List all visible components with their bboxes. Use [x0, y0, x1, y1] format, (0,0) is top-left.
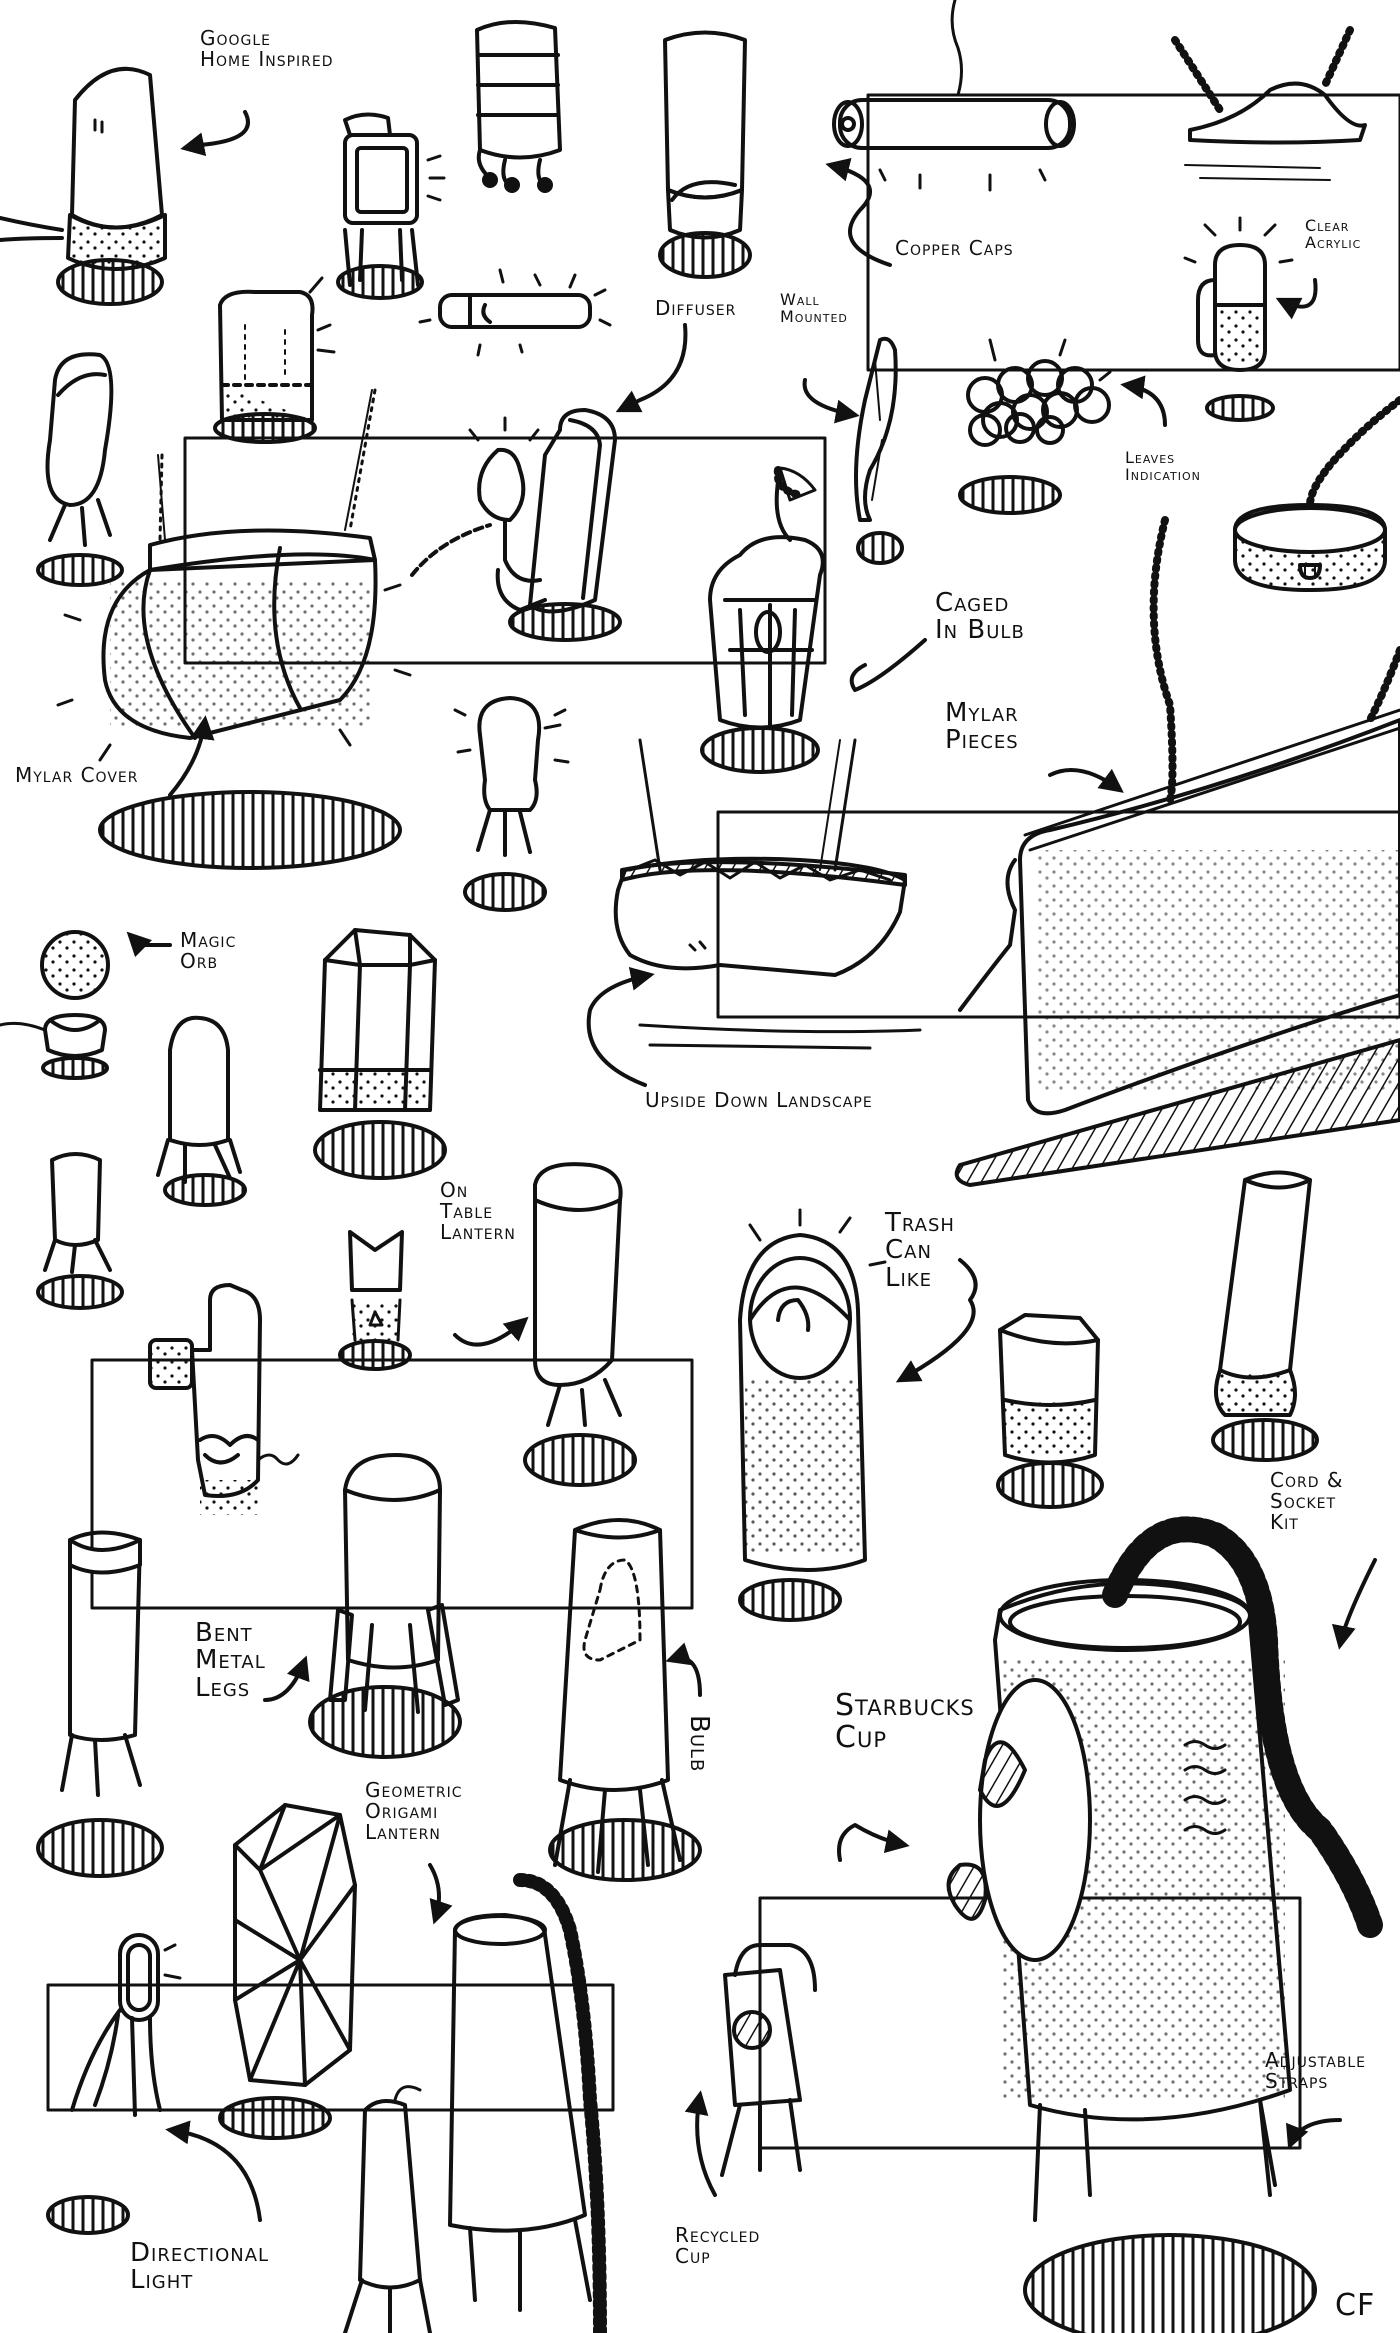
arrow-clear-acrylic: [1275, 278, 1318, 320]
leaves-lamp: [958, 338, 1112, 515]
label-leaves: Leaves Indication: [1125, 448, 1201, 484]
arrow-bulb: [665, 1642, 702, 1697]
drum-lamp: [475, 20, 562, 193]
directional-light: [46, 1933, 182, 2235]
recycled-cup-lamp: [720, 1943, 817, 2177]
arrow-starbucks: [837, 1823, 910, 1862]
caged-bulb-lamp: [700, 466, 825, 774]
label-origami: Geometric Origami Lantern: [365, 1778, 463, 1844]
hex-lantern: [313, 928, 447, 1180]
label-mylar-cover: Mylar Cover: [15, 763, 139, 787]
arrow-caged-bulb: [849, 638, 927, 692]
label-upside-down: Upside Down Landscape: [645, 1088, 873, 1112]
label-copper-caps: Copper Caps: [895, 236, 1014, 260]
tall-bucket-lamp: [36, 1530, 164, 1878]
on-table-lantern: [523, 1162, 637, 1487]
label-on-table: On Table Lantern: [440, 1178, 516, 1244]
origami-lantern: [218, 1803, 357, 2140]
label-mylar-pieces: Mylar Pieces: [945, 698, 1019, 756]
square-lamp: [336, 112, 446, 300]
arrow-directional: [165, 2120, 262, 2222]
clear-acrylic-lamp: [1183, 216, 1294, 422]
google-home-lamp: [0, 66, 167, 306]
arrow-recycled: [684, 2090, 717, 2197]
upside-down-landscape: [613, 738, 922, 1050]
label-wall-mount: Wall Mounted: [780, 290, 848, 326]
wall-clip-lamp: [148, 1283, 300, 1515]
signature: CF: [1335, 2288, 1376, 2323]
arrow-google-home: [180, 110, 250, 157]
chevron-lamp: [338, 1230, 412, 1371]
arrow-wall-mount: [802, 378, 860, 424]
label-clear-acrylic: Clear Acrylic: [1305, 216, 1362, 252]
capsule-bulb: [418, 268, 612, 357]
cord-cone-lamp: [448, 1873, 607, 2333]
label-caged-bulb: Caged In Bulb: [935, 588, 1025, 646]
label-adjustable: Adjustable Straps: [1265, 2048, 1367, 2093]
label-cord-socket: Cord & Socket Kit: [1270, 1468, 1344, 1534]
label-directional: Directional Light: [130, 2238, 270, 2296]
wall-mounted-lamp: [854, 336, 904, 565]
arrow-on-table: [453, 1316, 529, 1347]
arrow-diffuser: [615, 323, 688, 413]
mylar-pieces-panel: [954, 516, 1400, 1187]
arrow-cord-socket: [1332, 1558, 1377, 1650]
copper-caps-tube: [832, 0, 1076, 192]
bullet-lamp: [156, 1015, 247, 1207]
small-stacked-lamp: [453, 696, 570, 912]
label-diffuser: Diffuser: [655, 296, 737, 320]
small-tube-lamp: [343, 2085, 432, 2333]
diffuser-lamp: [410, 408, 622, 642]
label-google-home: Google Home Inspired: [200, 26, 334, 71]
arrow-magic-orb: [126, 931, 172, 958]
arrow-mylar-pieces: [1048, 768, 1124, 793]
egg-lamp-legs: [36, 352, 124, 587]
label-magic-orb: Magic Orb: [180, 928, 237, 973]
arrow-copper-caps: [825, 158, 892, 267]
bent-legs-lamp: [308, 1453, 462, 1759]
starbucks-cup-lamp: [946, 1516, 1383, 2333]
label-bent-legs: Bent Metal Legs: [195, 1618, 266, 1703]
tall-glass-lamp: [658, 30, 752, 279]
small-cup-lamp: [36, 1152, 124, 1310]
arrow-bent-legs: [263, 1655, 310, 1702]
label-recycled: Recycled Cup: [675, 2223, 761, 2268]
pendant-puck-lamp: [1233, 396, 1400, 592]
arrow-origami: [428, 1863, 453, 1925]
label-bulb: Bulb: [684, 1715, 714, 1773]
arrow-upside-down: [586, 967, 655, 1087]
mylar-cover-lamp: [56, 388, 412, 870]
magic-orb: [0, 930, 110, 1080]
arrow-trash-can: [895, 1258, 978, 1383]
square-jar-lamp: [996, 1313, 1104, 1509]
hanging-canopy: [1171, 26, 1367, 181]
trash-can-lamp: [738, 1208, 887, 1622]
bulb-visible-lamp: [548, 1518, 702, 1882]
label-starbucks: Starbucks Cup: [835, 1688, 975, 1755]
label-trash-can: Trash Can Like: [885, 1208, 955, 1293]
arrow-leaves: [1120, 375, 1167, 427]
arrow-mylar-cover: [168, 715, 215, 797]
arrow-adjustable: [1286, 2118, 1342, 2150]
cone-lamp-right: [1211, 1170, 1319, 1462]
paper-box-lamp: [213, 276, 336, 444]
